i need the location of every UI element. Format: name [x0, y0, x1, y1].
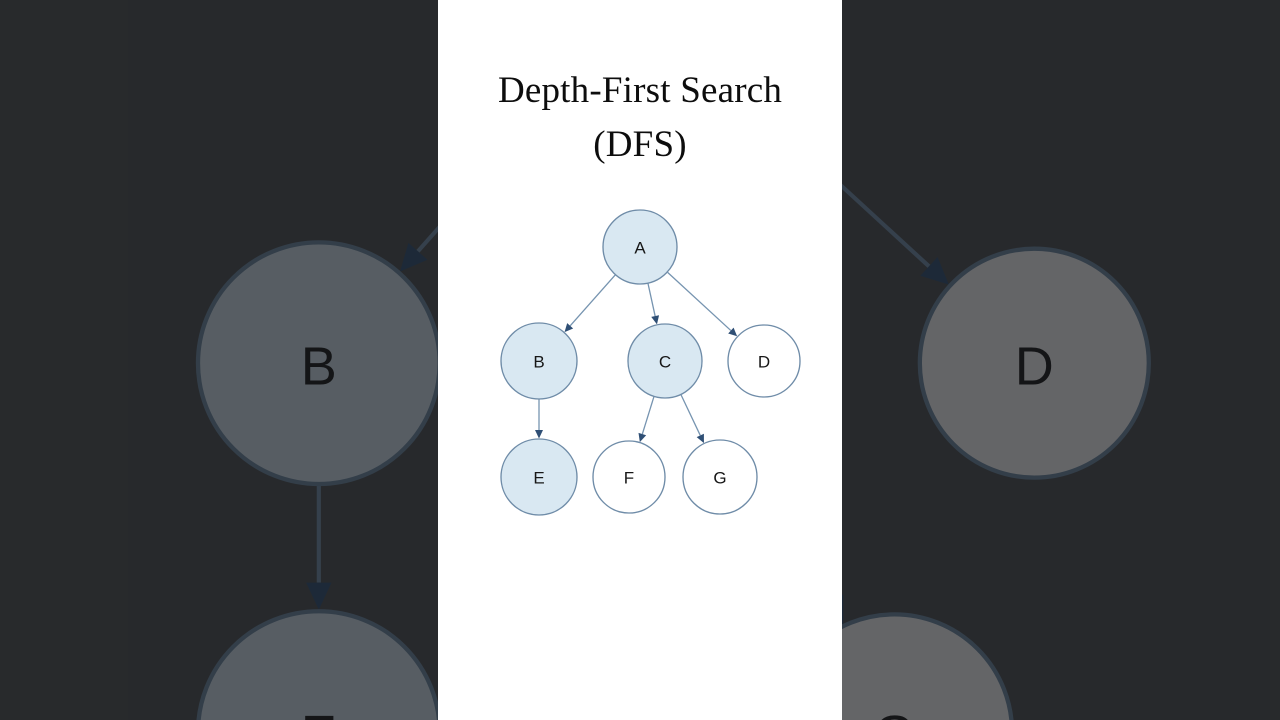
arrowhead-icon: [696, 433, 704, 444]
title-line-2: (DFS): [593, 123, 687, 165]
node-circle: [682, 439, 758, 515]
node-circle: [500, 322, 578, 400]
graph-node-b: B: [195, 240, 442, 487]
arrowhead-icon: [638, 432, 647, 443]
edge-b-e: [306, 485, 332, 610]
arrowhead-icon: [564, 323, 574, 333]
node-circle: [602, 209, 678, 285]
graph-node-d: D: [917, 246, 1151, 480]
node-circle: [627, 323, 703, 399]
edge-line: [667, 271, 732, 332]
arrowhead-icon: [728, 327, 738, 337]
graph-node-b[interactable]: B: [500, 322, 578, 400]
edge-a-b: [564, 274, 616, 333]
edge-line: [569, 274, 616, 327]
node-circle: [500, 438, 578, 516]
node-label-e: E: [301, 705, 337, 720]
node-label-g: G: [873, 705, 915, 720]
arrowhead-icon: [651, 315, 660, 325]
edge-b-e: [535, 399, 543, 439]
edge-c-f: [638, 396, 655, 443]
node-label-c: C: [659, 353, 671, 372]
edge-line: [647, 283, 656, 317]
node-label-a: A: [634, 239, 646, 258]
graph-node-a[interactable]: A: [602, 209, 678, 285]
graph-container: A B C D E F G: [438, 0, 842, 720]
graph-node-e: E: [196, 609, 442, 720]
arrowhead-icon: [535, 430, 543, 439]
node-label-f: F: [624, 469, 634, 488]
node-label-b: B: [301, 336, 337, 396]
slide-title: Depth-First Search (DFS): [438, 64, 842, 171]
node-label-d: D: [758, 353, 770, 372]
graph-node-d[interactable]: D: [727, 324, 801, 398]
node-label-b: B: [533, 353, 544, 372]
node-circle: [592, 440, 666, 514]
node-label-g: G: [713, 469, 726, 488]
slide-panel: Depth-First Search (DFS) A B C D E F G: [438, 0, 842, 720]
edge-line: [680, 394, 701, 436]
graph-svg: A B C D E F G: [500, 209, 801, 516]
edge-c-g: [680, 394, 704, 444]
graph-node-e[interactable]: E: [500, 438, 578, 516]
node-circle: [727, 324, 801, 398]
edge-a-d: [667, 271, 738, 337]
graph-node-f[interactable]: F: [592, 440, 666, 514]
title-line-1: Depth-First Search: [497, 70, 783, 111]
node-circle: [196, 609, 442, 720]
edge-line: [641, 396, 655, 435]
graph-node-g[interactable]: G: [682, 439, 758, 515]
edge-a-c: [647, 283, 660, 325]
node-label-d: D: [1015, 336, 1054, 396]
graph-node-c[interactable]: C: [627, 323, 703, 399]
node-label-e: E: [533, 469, 544, 488]
arrowhead-icon: [306, 582, 332, 610]
